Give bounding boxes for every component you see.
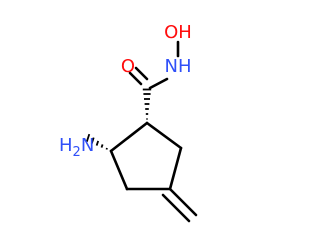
molecule-structure: O NH OH H2N (59, 22, 198, 223)
carbonyl-to-nh-bond (148, 77, 169, 90)
carbonyl-double-bond-b (134, 66, 149, 81)
amine-subscript: 2 (73, 145, 81, 160)
methylene-double-bond-b (161, 193, 191, 223)
amide-nh-label: NH (165, 56, 192, 77)
amine-nh2-label: H2N (59, 135, 94, 160)
amine-n: N (81, 135, 94, 156)
carbonyl-double-bond-a (128, 71, 143, 86)
hydroxyl-oh-label: OH (164, 22, 192, 43)
methylene-double-bond-a (168, 187, 198, 217)
ring-c1-c5-bond (145, 121, 183, 150)
amine-h: H (59, 135, 73, 156)
bonds (109, 40, 198, 223)
carbonyl-oxygen-label: O (121, 56, 135, 77)
hashed-wedge-c1-carbonyl (142, 88, 152, 120)
ring-c3-c2-bond (109, 149, 129, 191)
hashed-wedge-c2-amine (85, 133, 108, 150)
ring-c5-c4-bond (168, 146, 183, 191)
ring-c2-c1-bond (109, 121, 149, 153)
